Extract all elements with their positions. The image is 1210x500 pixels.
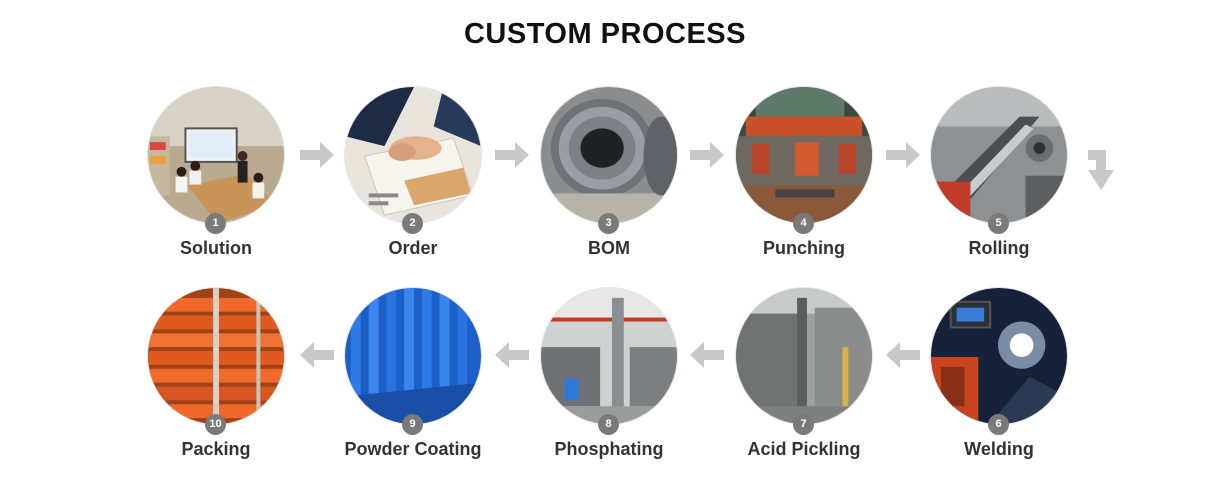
- step-label: Rolling: [904, 238, 1094, 259]
- roll-forming-machine-photo: [930, 86, 1068, 224]
- process-step-phosphating: 8 Phosphating: [534, 287, 684, 477]
- process-step-punching: 4 Punching: [729, 86, 879, 276]
- step-number-badge: 4: [793, 213, 814, 234]
- arrow-turn-down-icon: [1088, 150, 1114, 190]
- arrow-left-icon: [495, 342, 529, 368]
- step-label: Punching: [709, 238, 899, 259]
- arrow-left-icon: [886, 342, 920, 368]
- step-label: Welding: [904, 439, 1094, 460]
- process-step-packing: 10 Packing: [141, 287, 291, 477]
- page-title: CUSTOM PROCESS: [0, 18, 1210, 51]
- blue-coated-beams-photo: [344, 287, 482, 425]
- handshake-contract-photo: [344, 86, 482, 224]
- step-label: Order: [318, 238, 508, 259]
- process-step-order: 2 Order: [338, 86, 488, 276]
- step-number-badge: 3: [598, 213, 619, 234]
- punch-press-photo: [735, 86, 873, 224]
- step-number-badge: 10: [205, 414, 226, 435]
- process-step-bom: 3 BOM: [534, 86, 684, 276]
- arrow-left-icon: [690, 342, 724, 368]
- acid-pickling-line-photo: [735, 287, 873, 425]
- arrow-right-icon: [690, 142, 724, 168]
- arrow-left-icon: [300, 342, 334, 368]
- process-step-welding: 6 Welding: [924, 287, 1074, 477]
- process-step-acid-pickling: 7 Acid Pickling: [729, 287, 879, 477]
- orange-beams-stack-photo: [147, 287, 285, 425]
- step-label: Phosphating: [514, 439, 704, 460]
- robotic-welding-photo: [930, 287, 1068, 425]
- process-step-rolling: 5 Rolling: [924, 86, 1074, 276]
- step-label: Acid Pickling: [709, 439, 899, 460]
- arrow-right-icon: [300, 142, 334, 168]
- step-number-badge: 2: [402, 213, 423, 234]
- step-number-badge: 1: [205, 213, 226, 234]
- phosphating-line-photo: [540, 287, 678, 425]
- arrow-right-icon: [495, 142, 529, 168]
- step-number-badge: 9: [402, 414, 423, 435]
- steel-coil-photo: [540, 86, 678, 224]
- step-label: Packing: [121, 439, 311, 460]
- process-step-powder-coating: 9 Powder Coating: [338, 287, 488, 477]
- meeting-room-photo: [147, 86, 285, 224]
- step-label: Powder Coating: [318, 439, 508, 460]
- step-label: BOM: [514, 238, 704, 259]
- arrow-right-icon: [886, 142, 920, 168]
- step-label: Solution: [121, 238, 311, 259]
- step-number-badge: 5: [988, 213, 1009, 234]
- process-step-solution: 1 Solution: [141, 86, 291, 276]
- step-number-badge: 8: [598, 414, 619, 435]
- step-number-badge: 6: [988, 414, 1009, 435]
- step-number-badge: 7: [793, 414, 814, 435]
